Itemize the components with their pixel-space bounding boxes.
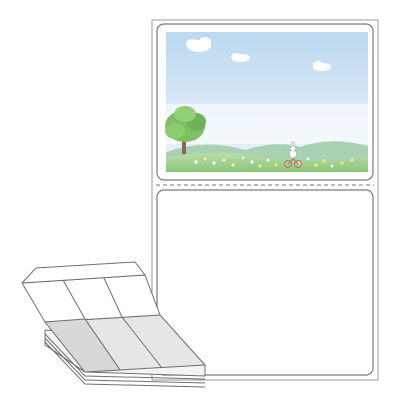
cloud-icon: [313, 61, 331, 71]
flower-field: [194, 156, 354, 168]
rabbit-on-bicycle-icon: [284, 141, 302, 168]
tree-icon: [165, 106, 206, 154]
grass-ground: [166, 153, 368, 172]
cloud-icon: [231, 53, 250, 62]
bottom-blank-label: [156, 189, 374, 376]
fanfold-label-stack-icon: [21, 261, 206, 388]
cloud-icon: [186, 37, 211, 52]
printed-landscape-image: [165, 32, 368, 172]
